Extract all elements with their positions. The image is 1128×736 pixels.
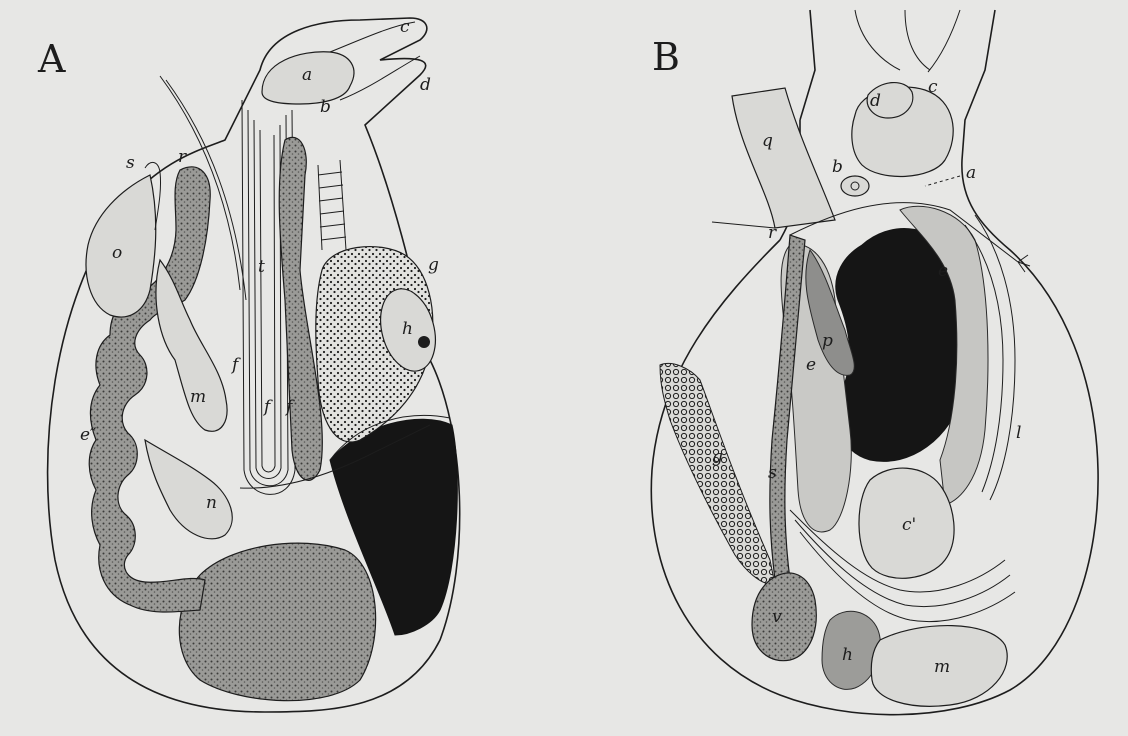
figure-b: B q d c b a r e p e l g s c' v h m: [651, 10, 1098, 715]
label-a-b: b: [320, 97, 331, 117]
figure-a-panel-letter: A: [37, 37, 66, 81]
label-b-c: c: [928, 77, 938, 97]
label-a-f1: f: [230, 355, 241, 375]
figure-b-block-q: [732, 88, 835, 228]
label-b-p: p: [822, 331, 833, 351]
figure-b-neck-line-2: [905, 10, 930, 70]
label-a-a: a: [302, 65, 312, 85]
label-b-s: s: [768, 463, 777, 483]
label-a-m: m: [190, 387, 206, 407]
figure-a-h-spot: [418, 336, 430, 348]
figure-b-pointer-a: [925, 176, 960, 186]
label-b-l: l: [1016, 423, 1021, 443]
label-b-d: d: [870, 91, 881, 111]
figure-a: A a b c d g h s r o m n e″ t f f f: [37, 17, 460, 712]
figure-b-ganglion-b: [841, 176, 869, 196]
label-b-r: r: [768, 223, 777, 243]
figure-a-ringed-tube: [318, 160, 346, 250]
label-b-q: q: [762, 131, 773, 151]
label-b-g: g: [712, 447, 723, 467]
label-a-e2: e″: [80, 425, 97, 445]
label-b-v: v: [772, 607, 782, 627]
label-a-g: g: [428, 255, 439, 275]
label-a-r: r: [178, 147, 187, 167]
label-a-c: c: [400, 17, 410, 37]
figure-b-panel-letter: B: [652, 35, 680, 79]
figure-a-gut-column: [279, 137, 322, 480]
figure-a-sac-n: [145, 440, 232, 539]
label-b-b: b: [832, 157, 843, 177]
label-a-t: t: [258, 257, 265, 277]
label-a-o: o: [112, 243, 122, 263]
label-a-n: n: [206, 493, 217, 513]
label-b-e1: e: [938, 261, 948, 281]
figure-a-lower-sac: [179, 543, 375, 701]
label-b-e2: e: [806, 355, 816, 375]
figure-b-neck-line-3: [928, 10, 960, 72]
label-b-h: h: [842, 645, 853, 665]
figure-b-block-q-lower: [712, 222, 775, 228]
label-a-d: d: [420, 75, 431, 95]
figure-b-sac-v: [752, 573, 816, 661]
label-b-a: a: [966, 163, 976, 183]
label-b-m: m: [934, 657, 950, 677]
label-a-s: s: [126, 153, 135, 173]
label-a-h: h: [402, 319, 413, 339]
figure-b-neck-line-1: [855, 10, 900, 70]
label-a-f2: f: [262, 397, 273, 417]
label-b-c2: c': [902, 515, 916, 535]
figure-b-cellular-band: [660, 363, 775, 585]
